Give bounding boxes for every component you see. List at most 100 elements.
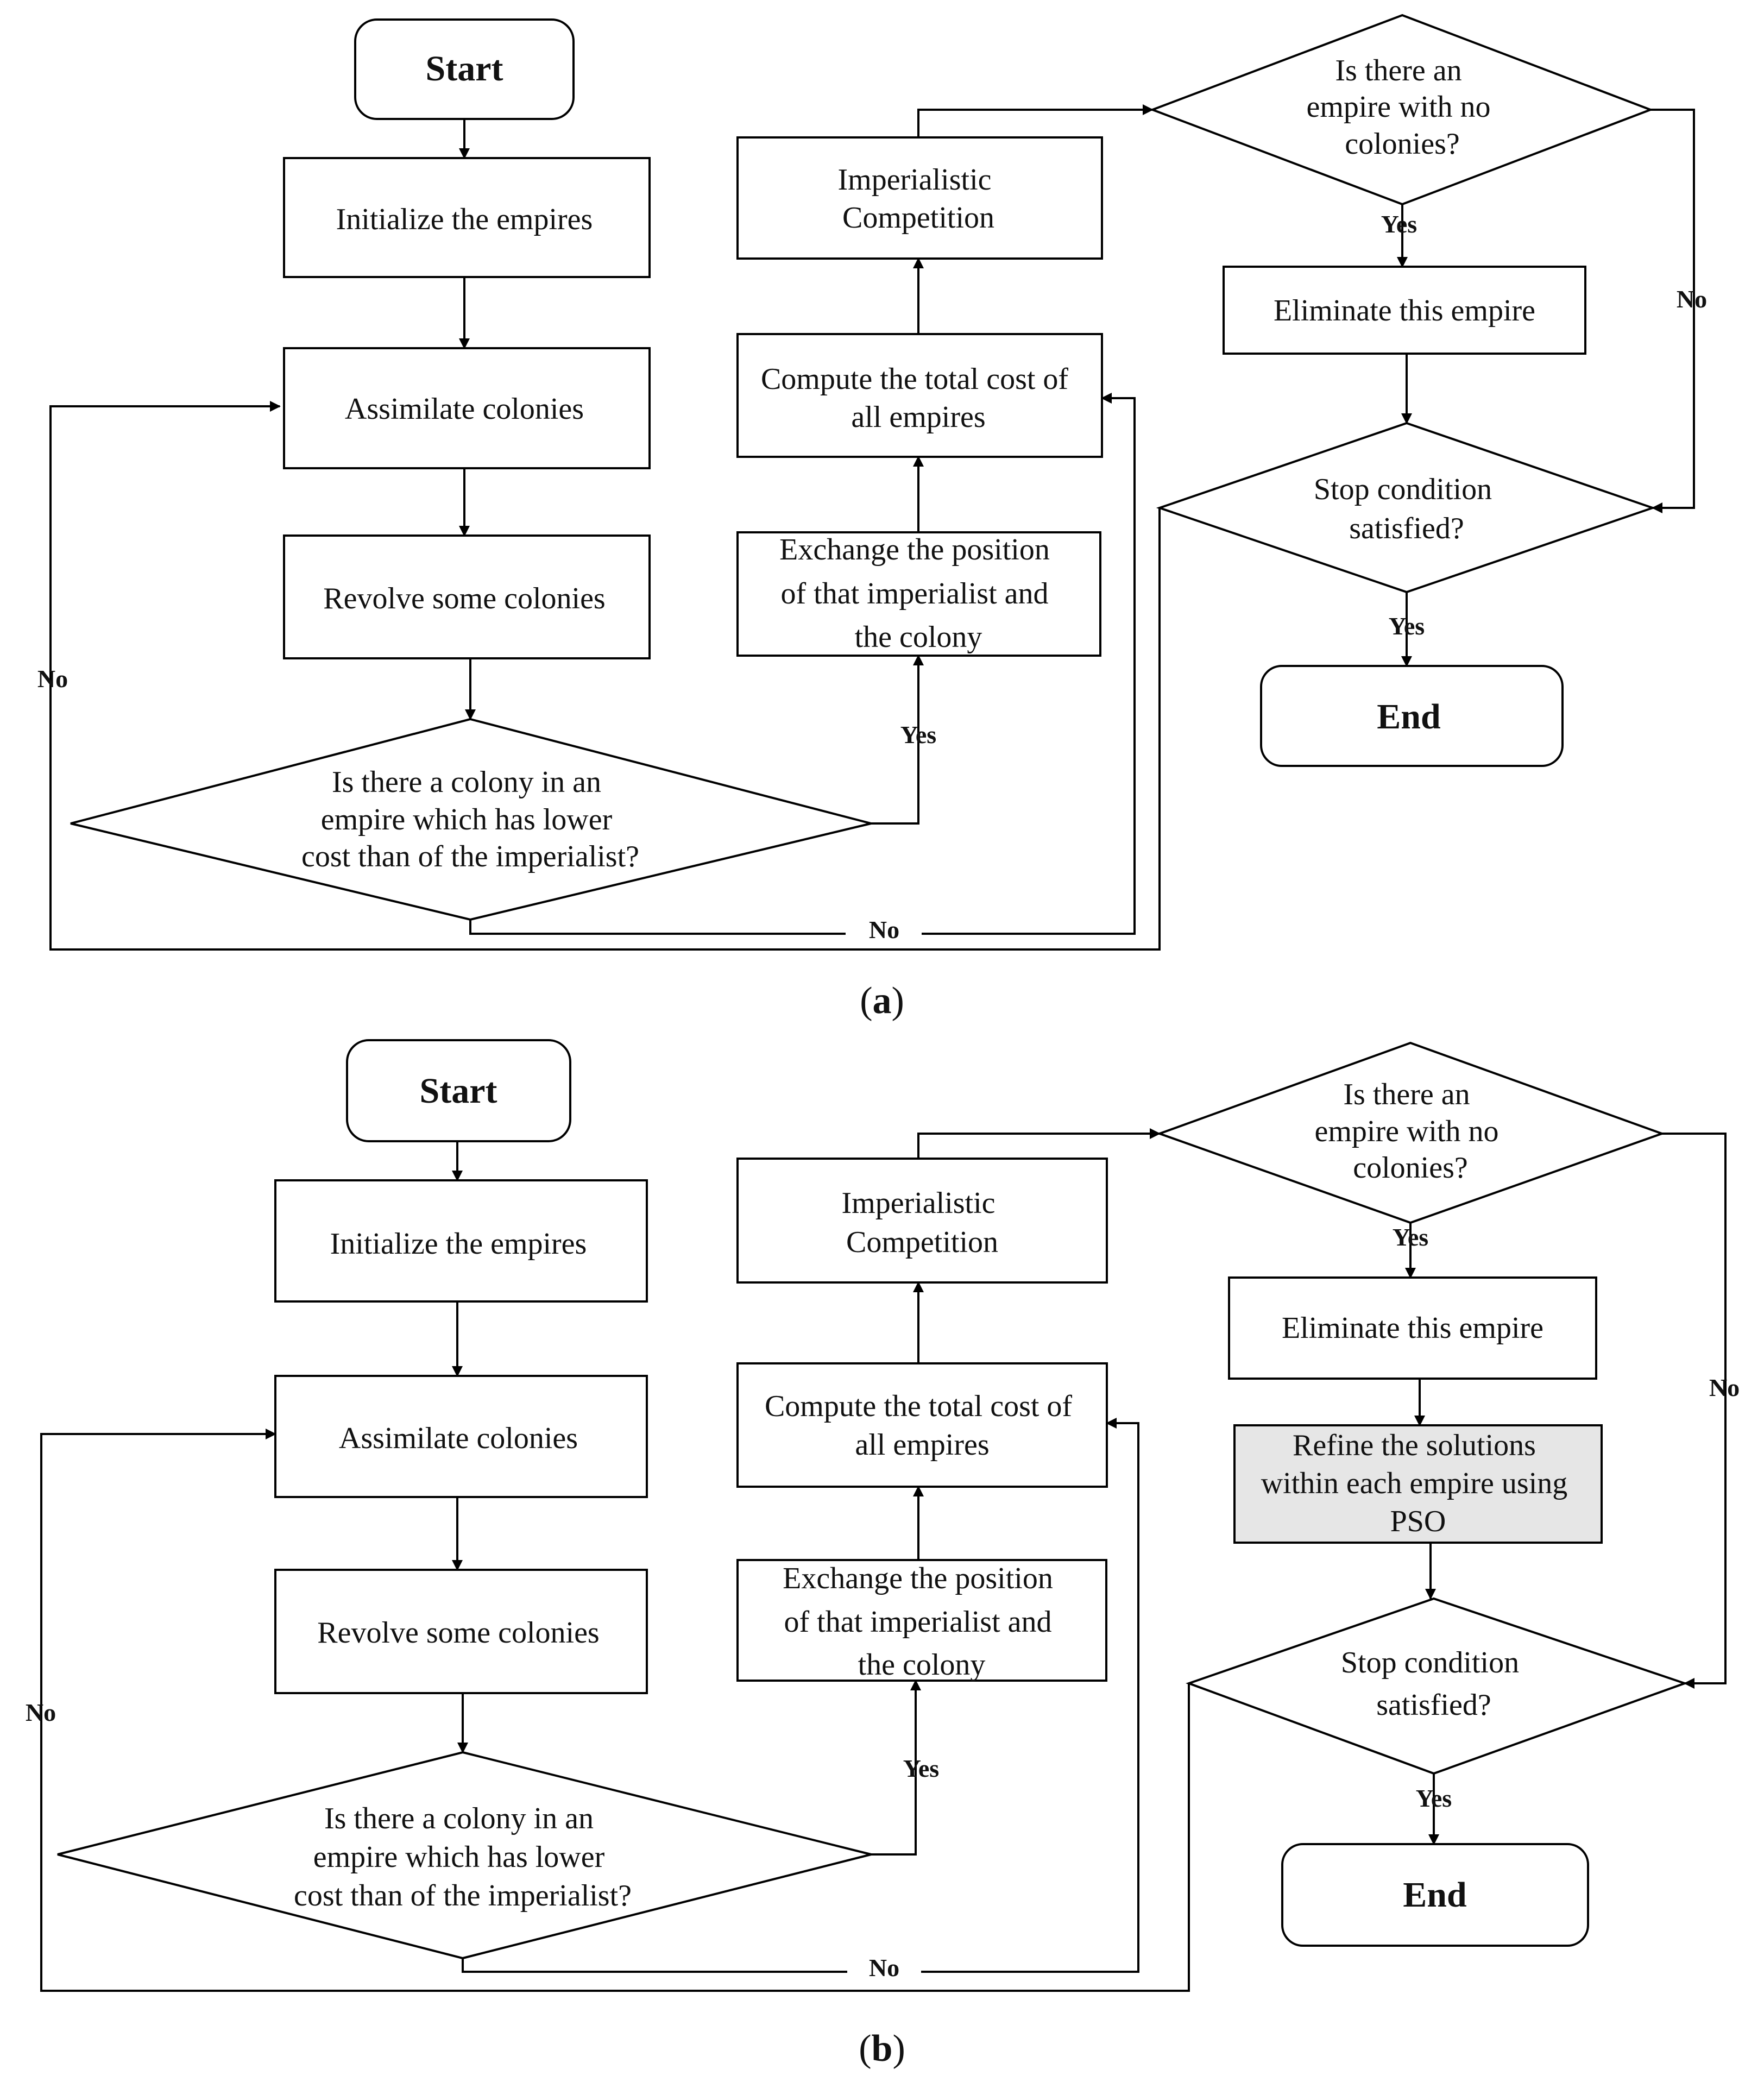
colony-cost-decision: [70, 718, 872, 921]
exchange-position-box: [736, 1559, 1107, 1682]
empty-empire-line-2: empire with no: [1314, 1115, 1498, 1148]
colony-cost-decision-label: Is there a colony in an empire which has…: [301, 765, 639, 873]
yes-label-stop: Yes: [1389, 612, 1425, 640]
competition-line-2: Competition: [846, 1225, 998, 1259]
competition-line-1: Imperialistic: [841, 1186, 995, 1220]
initialize-empires-box: [274, 1179, 648, 1303]
caption-b: (b): [859, 2028, 905, 2070]
exchange-line-3: the colony: [855, 620, 982, 654]
yes-label-empire: Yes: [1381, 210, 1417, 238]
start-label: Start: [420, 1071, 497, 1111]
caption-b-open: (: [859, 2028, 871, 2070]
competition-line-2: Competition: [842, 201, 994, 235]
empty-empire-decision: [1156, 1041, 1665, 1224]
caption-a-letter: a: [873, 980, 892, 1022]
compute-line-1: Compute the total cost of: [761, 362, 1068, 396]
empty-empire-line-3: colonies?: [1353, 1151, 1467, 1185]
no-label-empire: No: [1709, 1374, 1740, 1401]
colony-cost-line-2: empire which has lower: [321, 803, 613, 837]
exchange-line-1: Exchange the position: [779, 533, 1050, 567]
stop-condition-label: Stop condition satisfied?: [1341, 1646, 1527, 1722]
assimilate-colonies-box: [283, 347, 651, 469]
colony-cost-decision-label: Is there a colony in an empire which has…: [294, 1802, 632, 1913]
revolve-colonies-box: [283, 534, 651, 659]
empty-empire-decision-label: Is there an empire with no colonies?: [1314, 1078, 1506, 1185]
yes-label-colony: Yes: [900, 721, 936, 749]
yes-label-stop: Yes: [1416, 1784, 1452, 1812]
assimilate-colonies-label: Assimilate colonies: [339, 1422, 578, 1455]
exchange-line-1: Exchange the position: [783, 1562, 1053, 1595]
no-label-stop: No: [37, 665, 68, 693]
flowchart-a: Start Initialize the empires Assimilate …: [37, 14, 1707, 1022]
end-terminal: [1260, 665, 1564, 767]
caption-a-open: (: [860, 980, 872, 1022]
caption-b-close: ): [892, 2028, 905, 2070]
refine-line-3: PSO: [1390, 1505, 1446, 1538]
initialize-empires-label: Initialize the empires: [336, 203, 593, 236]
end-label: End: [1403, 1875, 1466, 1915]
caption-a: (a): [860, 980, 904, 1022]
stop-line-2: satisfied?: [1376, 1688, 1491, 1722]
start-label: Start: [426, 49, 503, 89]
exchange-position-label: Exchange the position of that imperialis…: [779, 533, 1057, 654]
exchange-line-3: the colony: [858, 1648, 986, 1682]
colony-cost-decision: [57, 1751, 872, 1960]
eliminate-empire-box: [1228, 1276, 1597, 1380]
stop-line-2: satisfied?: [1349, 512, 1464, 545]
yes-label-empire: Yes: [1393, 1223, 1428, 1251]
empty-empire-line-3: colonies?: [1345, 127, 1459, 161]
flowchart-b: Start Initialize the empires Assimilate …: [26, 1039, 1740, 2070]
compute-cost-label: Compute the total cost of all empires: [765, 1389, 1080, 1462]
connectors-a: [49, 104, 1695, 951]
stop-condition-decision: [1156, 422, 1656, 594]
assimilate-colonies-box: [274, 1375, 648, 1498]
empty-empire-line-1: Is there an: [1335, 54, 1461, 87]
caption-a-close: ): [892, 980, 904, 1022]
end-terminal: [1281, 1843, 1589, 1947]
compute-line-2: all empires: [851, 400, 985, 434]
connectors-b: [40, 1128, 1727, 1992]
start-terminal: [346, 1039, 571, 1142]
refine-line-2: within each empire using: [1261, 1467, 1568, 1500]
assimilate-colonies-label: Assimilate colonies: [345, 392, 584, 426]
no-label-empire: No: [1677, 285, 1707, 313]
empty-empire-decision-label: Is there an empire with no colonies?: [1306, 54, 1498, 161]
initialize-empires-label: Initialize the empires: [330, 1227, 587, 1261]
start-terminal: [354, 18, 575, 120]
competition-label: Imperialistic Competition: [841, 1186, 1003, 1259]
no-label-colony: No: [869, 1954, 899, 1982]
refine-pso-box: [1233, 1424, 1603, 1544]
stop-condition-decision: [1186, 1597, 1689, 1775]
empty-empire-line-2: empire with no: [1306, 90, 1490, 124]
colony-cost-line-1: Is there a colony in an: [324, 1802, 594, 1835]
yes-label-colony: Yes: [903, 1754, 939, 1782]
empty-empire-line-1: Is there an: [1343, 1078, 1470, 1111]
competition-box: [736, 1158, 1108, 1284]
refine-pso-label: Refine the solutions within each empire …: [1261, 1429, 1576, 1538]
stop-condition-label: Stop condition satisfied?: [1314, 473, 1500, 545]
eliminate-empire-label: Eliminate this empire: [1282, 1311, 1544, 1345]
colony-cost-line-1: Is there a colony in an: [332, 765, 601, 799]
compute-cost-box: [736, 333, 1103, 458]
stop-line-1: Stop condition: [1341, 1646, 1519, 1680]
competition-box: [736, 136, 1103, 260]
exchange-position-box: [736, 531, 1101, 657]
revolve-colonies-label: Revolve some colonies: [317, 1616, 599, 1650]
compute-cost-box: [736, 1362, 1108, 1488]
compute-line-1: Compute the total cost of: [765, 1389, 1072, 1423]
exchange-line-2: of that imperialist and: [784, 1605, 1052, 1639]
end-label: End: [1377, 697, 1440, 737]
colony-cost-line-2: empire which has lower: [313, 1840, 605, 1874]
competition-label: Imperialistic Competition: [837, 163, 999, 235]
initialize-empires-box: [283, 157, 651, 278]
colony-cost-line-3: cost than of the imperialist?: [294, 1879, 632, 1913]
revolve-colonies-label: Revolve some colonies: [323, 582, 605, 615]
exchange-position-label: Exchange the position of that imperialis…: [783, 1562, 1061, 1682]
no-label-stop: No: [26, 1699, 56, 1726]
compute-cost-label: Compute the total cost of all empires: [761, 362, 1076, 434]
compute-line-2: all empires: [855, 1428, 989, 1462]
eliminate-empire-label: Eliminate this empire: [1274, 294, 1535, 328]
no-label-colony: No: [869, 916, 899, 944]
empty-empire-decision: [1149, 14, 1654, 206]
